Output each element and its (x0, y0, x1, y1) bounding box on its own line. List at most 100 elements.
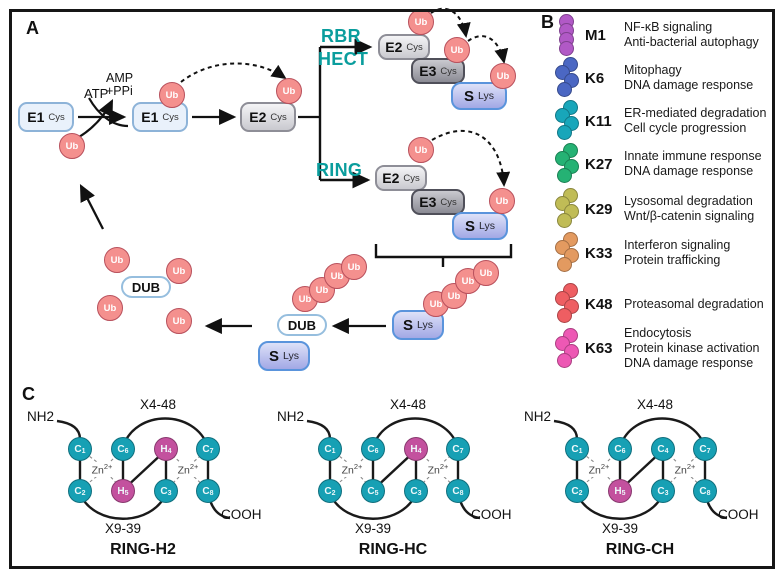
structure-name: RING-HC (358, 541, 428, 558)
substrate-name: S (464, 87, 475, 105)
top-spacer-label: X4-48 (139, 397, 177, 412)
linkage-row-k27: K27 Innate immune response DNA damage re… (554, 143, 762, 185)
function-line: DNA damage response (624, 78, 754, 92)
curve-amp-out (78, 99, 113, 138)
linkage-label: K27 (585, 155, 613, 173)
ub-circle: Ub (408, 9, 434, 35)
structure-name: RING-CH (605, 541, 675, 558)
ub-chain-icon (554, 14, 580, 56)
ub-circle: Ub (166, 258, 192, 284)
function-line: Interferon signaling (624, 238, 731, 252)
linkage-functions: ER-mediated degradation Cell cycle progr… (624, 106, 766, 136)
dashed-ub-e2-substrate (431, 130, 511, 187)
ub-circle: Ub (59, 133, 85, 159)
ub-circle: Ub (104, 247, 130, 273)
top-spacer-label: X4-48 (636, 397, 674, 412)
substrate-name: S (269, 347, 280, 365)
zn-charge: 2+ (103, 462, 113, 471)
e1-site: Cys (162, 111, 179, 123)
zn-text: Zn (177, 464, 190, 477)
nh2-label: NH2 (277, 409, 305, 424)
e3-name: E3 (419, 194, 437, 210)
ring-label: RING (316, 160, 363, 180)
dashed-ub-e2-e3 (430, 7, 471, 38)
dashed-ub-e3-substrate (467, 35, 509, 64)
substrate-site: Lys (417, 319, 433, 331)
zn-charge: 2+ (353, 462, 363, 471)
ub-circle: Ub (276, 78, 302, 104)
function-line: Cell cycle progression (624, 121, 747, 135)
linkage-functions: Interferon signaling Protein trafficking (624, 238, 730, 268)
hect-label: HECT (318, 49, 369, 69)
ub-circle: Ub (441, 283, 467, 309)
curve-atp-in (88, 97, 129, 128)
arrow-recycle-to-e1 (79, 183, 105, 230)
zinc-label: Zn2+ (334, 462, 370, 477)
linkage-label: K48 (585, 295, 613, 313)
ub-circle: Ub (490, 63, 516, 89)
ppi-line: +PPi (106, 84, 133, 98)
linkage-functions: Lysosomal degradation Wnt/β-catenin sign… (624, 194, 754, 224)
panel-a-label: A (26, 18, 39, 38)
zinc-label: Zn2+ (581, 462, 617, 477)
linkage-label: K11 (585, 112, 612, 130)
function-line: Wnt/β-catenin signaling (624, 209, 755, 223)
zn-text: Zn (427, 464, 440, 477)
e1-name: E1 (27, 109, 45, 125)
substrate-site: Lys (479, 220, 495, 232)
e2-site: Cys (270, 111, 287, 123)
atp-label: ATP (84, 86, 109, 101)
dashed-ub-transfer-e1-e2 (180, 62, 287, 83)
function-line: Endocytosis (624, 326, 692, 340)
ub-circle: Ub (444, 37, 470, 63)
linkage-label: K29 (585, 200, 613, 218)
amp-line: AMP (106, 71, 134, 85)
ub-chain-icon (554, 100, 580, 142)
linkage-functions: NF-κB signaling Anti-bacterial autophagy (624, 20, 759, 50)
dub-box-right: DUB (277, 314, 327, 336)
function-line: Protein trafficking (624, 253, 721, 267)
zinc-label: Zn2+ (420, 462, 456, 477)
e2-site: Cys (403, 172, 420, 184)
linkage-label: K6 (585, 69, 605, 87)
substrate-site: Lys (283, 350, 299, 362)
amp-ppi-label: AMP +PPi (106, 72, 133, 98)
function-line: Innate immune response (624, 149, 762, 163)
zn-text: Zn (91, 464, 104, 477)
linkage-row-k63: K63 Endocytosis Protein kinase activatio… (554, 326, 760, 371)
e1-site: Cys (48, 111, 65, 123)
linkage-functions: Proteasomal degradation (624, 297, 764, 312)
linkage-label: K63 (585, 340, 613, 357)
function-line: Anti-bacterial autophagy (624, 35, 759, 49)
function-line: Lysosomal degradation (624, 194, 753, 208)
ub-circle: Ub (166, 308, 192, 334)
structure-name: RING-H2 (110, 541, 176, 558)
ub-circle: Ub (159, 82, 185, 108)
linkage-functions: Innate immune response DNA damage respon… (624, 149, 762, 179)
e3-site: Cys (440, 65, 457, 77)
bottom-spacer-label: X9-39 (354, 521, 392, 536)
cooh-label: COOH (221, 507, 262, 522)
function-line: DNA damage response (624, 164, 754, 178)
bottom-spacer-label: X9-39 (104, 521, 142, 536)
